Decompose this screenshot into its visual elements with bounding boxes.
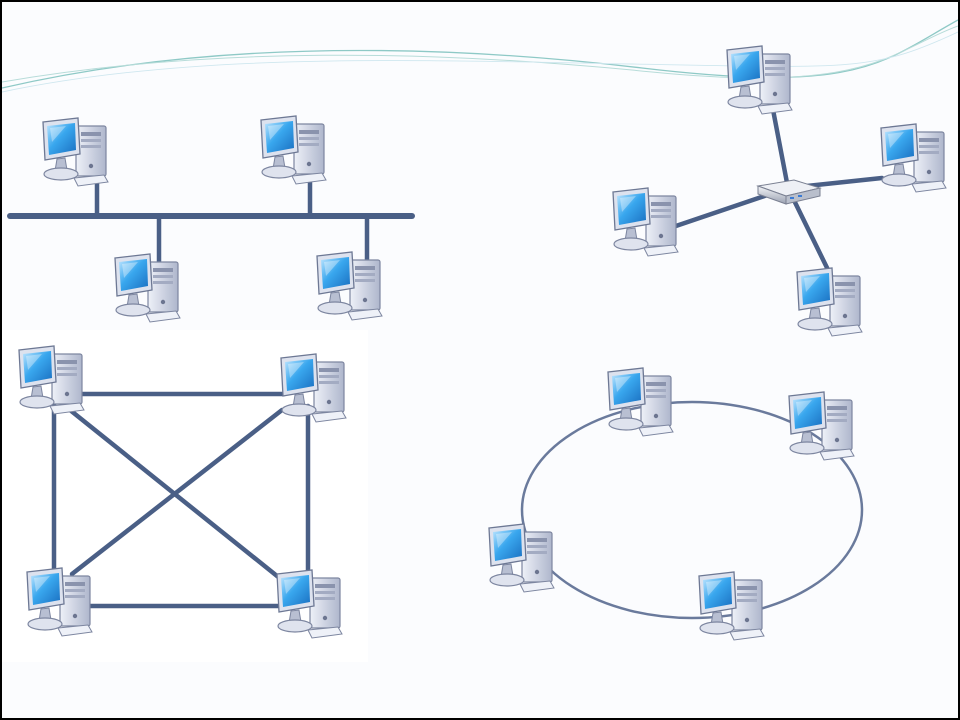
desktop-computer-icon bbox=[488, 523, 555, 593]
ring-link bbox=[520, 400, 864, 620]
desktop-computer-icon bbox=[114, 253, 181, 323]
desktop-computer-icon bbox=[18, 345, 85, 415]
mesh-link bbox=[57, 399, 285, 583]
network-hub-icon bbox=[756, 179, 822, 205]
star-topology bbox=[612, 45, 947, 337]
ring-topology bbox=[488, 367, 864, 641]
desktop-computer-icon bbox=[880, 123, 947, 193]
mesh-topology bbox=[18, 345, 347, 639]
desktop-computer-icon bbox=[280, 353, 347, 423]
desktop-computer-icon bbox=[276, 569, 343, 639]
desktop-computer-icon bbox=[796, 267, 863, 337]
desktop-computer-icon bbox=[607, 367, 674, 437]
mesh-link bbox=[69, 407, 285, 577]
decorative-wave bbox=[2, 19, 958, 93]
desktop-computer-icon bbox=[42, 117, 109, 187]
desktop-computer-icon bbox=[260, 115, 327, 185]
desktop-computer-icon bbox=[698, 571, 765, 641]
desktop-computer-icon bbox=[788, 391, 855, 461]
desktop-computer-icon bbox=[612, 187, 679, 257]
desktop-computer-icon bbox=[726, 45, 793, 115]
star-link bbox=[785, 185, 835, 281]
desktop-computer-icon bbox=[26, 567, 93, 637]
desktop-computer-icon bbox=[316, 251, 383, 321]
bus-topology bbox=[7, 115, 415, 323]
